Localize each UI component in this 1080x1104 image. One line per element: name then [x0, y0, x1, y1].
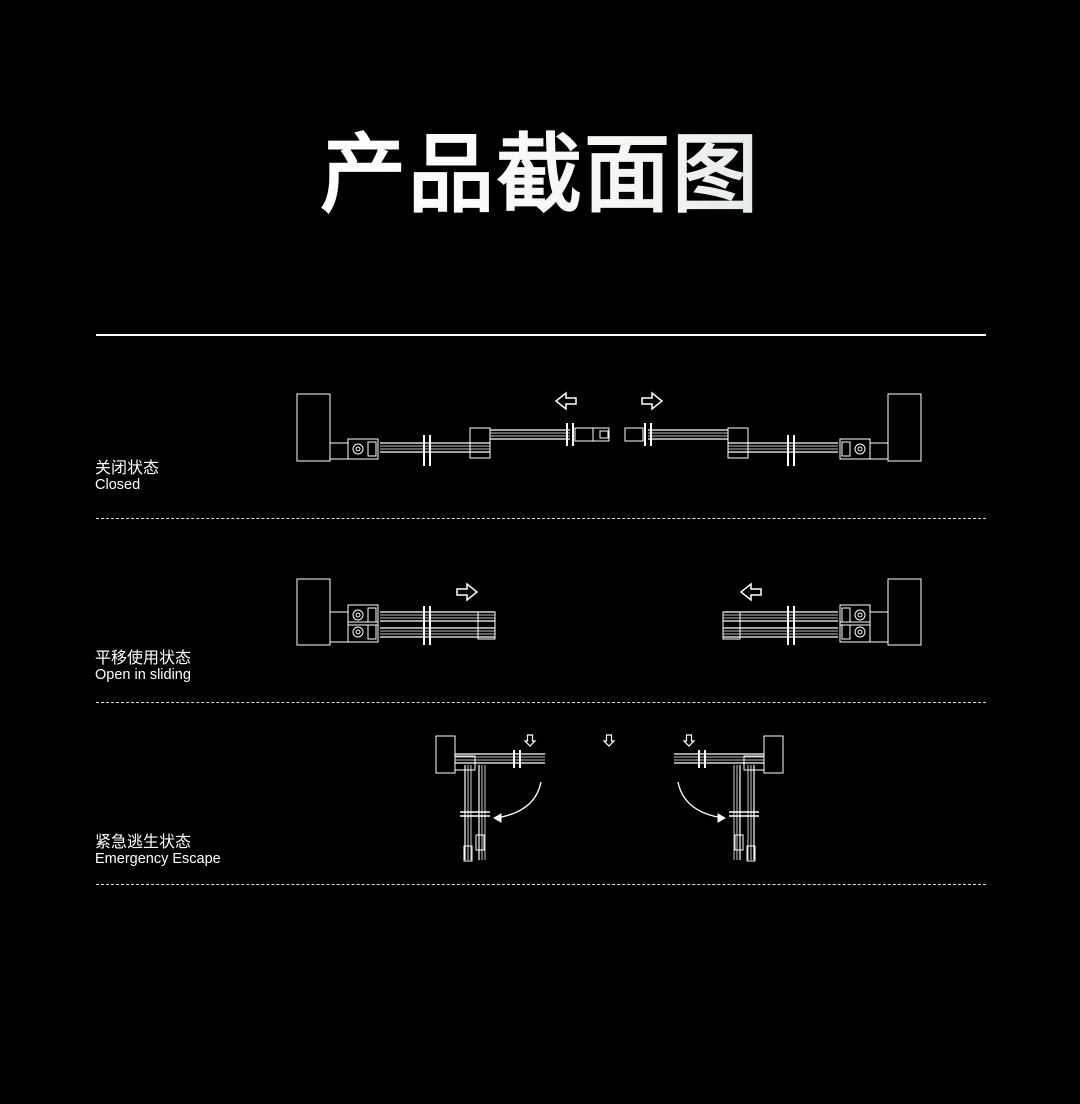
- swung-door-leaf: [729, 765, 759, 862]
- swing-arc: [677, 781, 724, 819]
- lower-track: [380, 442, 490, 453]
- center-lock: [574, 427, 594, 442]
- motor-block: [347, 604, 379, 626]
- row-divider: [96, 518, 986, 519]
- lower-track: [723, 627, 838, 638]
- state-label-emergency: 紧急逃生状态 Emergency Escape: [95, 832, 221, 868]
- state-label-zh: 平移使用状态: [95, 648, 192, 667]
- upper-track: [490, 429, 570, 440]
- left-arrow-icon: [641, 391, 664, 411]
- emergency-door-half: [435, 734, 545, 862]
- wall-section: [763, 735, 784, 774]
- right-arrow-icon: [456, 582, 479, 602]
- horizontal-track: [674, 753, 764, 764]
- swing-arrowhead-icon: [717, 813, 727, 823]
- door-end-profile: [477, 611, 496, 640]
- wall-section: [435, 735, 456, 774]
- swung-door-leaf: [460, 765, 490, 862]
- sliding-door-half: [296, 578, 496, 646]
- right-arrow-icon: [739, 582, 762, 602]
- upper-track: [648, 429, 728, 440]
- bracket: [329, 611, 349, 643]
- upper-track: [723, 611, 838, 622]
- row-divider: [96, 702, 986, 703]
- emergency-door-half: [674, 734, 784, 862]
- left-arrow-icon: [554, 391, 577, 411]
- wall-section: [887, 393, 922, 462]
- state-label-zh: 紧急逃生状态: [95, 832, 192, 851]
- center-lock: [624, 427, 644, 442]
- state-label-sliding: 平移使用状态 Open in sliding: [95, 648, 191, 684]
- motor-block: [347, 438, 379, 460]
- down-arrow-icon: [682, 734, 696, 747]
- horizontal-track: [455, 753, 545, 764]
- down-arrow-icon: [602, 734, 616, 747]
- state-label-en: Closed: [95, 477, 141, 493]
- state-label-en: Emergency Escape: [95, 851, 221, 867]
- motor-block: [839, 604, 871, 626]
- center-marker: [602, 734, 616, 747]
- bracket: [329, 442, 349, 460]
- motor-block: [347, 621, 379, 643]
- center-lock-unit: [592, 427, 610, 442]
- closed-door-half: [624, 391, 922, 466]
- motor-block: [839, 438, 871, 460]
- bracket: [869, 442, 889, 460]
- lower-track: [380, 627, 495, 638]
- wall-section: [296, 578, 331, 646]
- page-title: 产品截面图: [0, 104, 1080, 229]
- lower-track: [728, 442, 838, 453]
- wall-section: [887, 578, 922, 646]
- sliding-door-half: [722, 578, 922, 646]
- state-label-en: Open in sliding: [95, 667, 191, 683]
- upper-track: [380, 611, 495, 622]
- down-arrow-icon: [523, 734, 537, 747]
- door-end-profile: [469, 427, 491, 459]
- state-label-closed: 关闭状态 Closed: [95, 458, 159, 494]
- title-divider: [96, 334, 986, 336]
- bracket: [869, 611, 889, 643]
- wall-section: [296, 393, 331, 462]
- door-end-profile: [727, 427, 749, 459]
- swing-arrowhead-icon: [492, 813, 502, 823]
- door-end-profile: [722, 611, 741, 640]
- closed-door-half: [296, 391, 594, 466]
- state-label-zh: 关闭状态: [95, 458, 160, 477]
- swing-arc: [495, 781, 542, 819]
- row-divider: [96, 884, 986, 885]
